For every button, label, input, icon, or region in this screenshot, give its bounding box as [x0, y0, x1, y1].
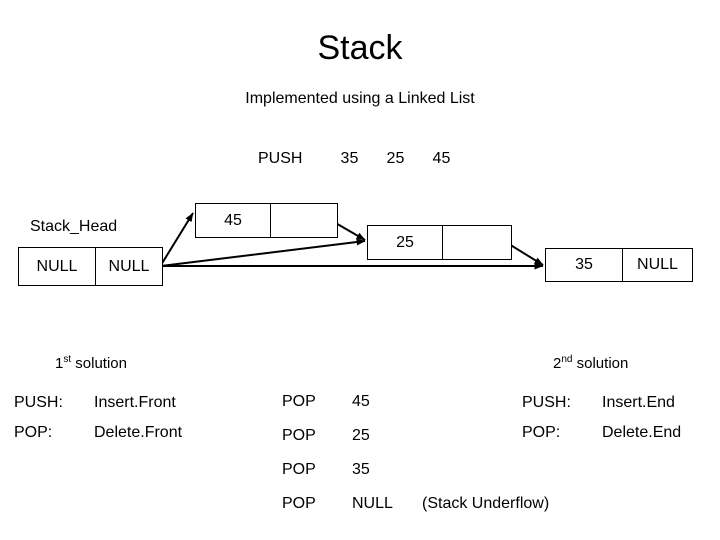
solution-1-row-push: PUSH: Insert.Front	[14, 388, 182, 418]
stack-head-label: Stack_Head	[30, 218, 118, 235]
page-subtitle: Implemented using a Linked List	[245, 90, 475, 107]
push-sequence: PUSH 35 25 45	[258, 148, 464, 170]
solution-1-pop-action: Delete.Front	[94, 424, 183, 441]
node-25-data: 25	[368, 226, 443, 259]
solution-2-pop-op: POP:	[522, 424, 561, 441]
solution-1-block: PUSH: Insert.Front POP: Delete.Front	[14, 388, 182, 448]
page-title: Stack	[317, 29, 403, 67]
pop-trace-row: POP 25	[282, 419, 549, 453]
node-stack-head: NULL NULL	[18, 247, 163, 286]
pop-trace-note-4: (Stack Underflow)	[422, 495, 550, 512]
solution-2-heading-word: solution	[572, 355, 629, 372]
solution-2-block: PUSH: Insert.End POP: Delete.End	[522, 388, 681, 448]
solution-2-push-action: Insert.End	[602, 394, 675, 411]
pop-trace-op-3: POP	[282, 461, 316, 478]
node-45: 45	[195, 203, 338, 238]
pop-trace-value-2: 25	[352, 427, 370, 444]
pop-trace-row: POP NULL (Stack Underflow)	[282, 487, 549, 521]
solution-2-push-op: PUSH:	[522, 394, 571, 411]
solution-1-heading: 1st solution	[55, 354, 127, 374]
solution-1-pop-op: POP:	[14, 424, 53, 441]
node-stack-head-data: NULL	[19, 248, 96, 285]
solution-2-pop-action: Delete.End	[602, 424, 682, 441]
pop-trace-op-2: POP	[282, 427, 316, 444]
solution-2-heading: 2nd solution	[553, 354, 628, 374]
node-35-data: 35	[546, 249, 623, 281]
node-35-link: NULL	[637, 256, 678, 273]
push-label: PUSH	[258, 150, 303, 167]
solution-2-heading-number: 2	[553, 355, 562, 372]
solution-1-row-pop: POP: Delete.Front	[14, 418, 182, 448]
node-45-data: 45	[196, 204, 271, 237]
pop-trace-value-3: 35	[352, 461, 370, 478]
arrow-head-to-node25	[160, 238, 366, 267]
pop-trace-value-4: NULL	[352, 495, 393, 512]
node-25-link	[443, 226, 511, 259]
solution-1-push-action: Insert.Front	[94, 394, 176, 411]
pop-trace-row: POP 35	[282, 453, 549, 487]
solution-2-heading-ordinal: nd	[561, 354, 573, 365]
solution-2-row-push: PUSH: Insert.End	[522, 388, 681, 418]
node-35: 35 NULL	[545, 248, 693, 282]
push-value-1: 35	[340, 150, 359, 167]
pop-trace-op-4: POP	[282, 495, 316, 512]
pop-trace-row: POP 45	[282, 385, 549, 419]
solution-1-heading-word: solution	[71, 355, 127, 372]
solution-1-heading-ordinal: st	[63, 354, 72, 365]
node-stack-head-link: NULL	[108, 257, 150, 275]
node-45-link	[271, 204, 337, 237]
pop-trace-value-1: 45	[352, 393, 370, 410]
solution-1-heading-number: 1	[55, 355, 64, 372]
pop-trace-op-1: POP	[282, 393, 316, 410]
solution-1-push-op: PUSH:	[14, 394, 63, 411]
node-25: 25	[367, 225, 512, 260]
pop-trace-table: POP 45 POP 25 POP 35 POP NULL (Stack Underflo…	[282, 385, 549, 521]
push-value-2: 25	[386, 150, 405, 167]
solution-2-row-pop: POP: Delete.End	[522, 418, 681, 448]
arrow-head-to-node45	[160, 212, 194, 266]
push-value-3: 45	[432, 150, 451, 167]
